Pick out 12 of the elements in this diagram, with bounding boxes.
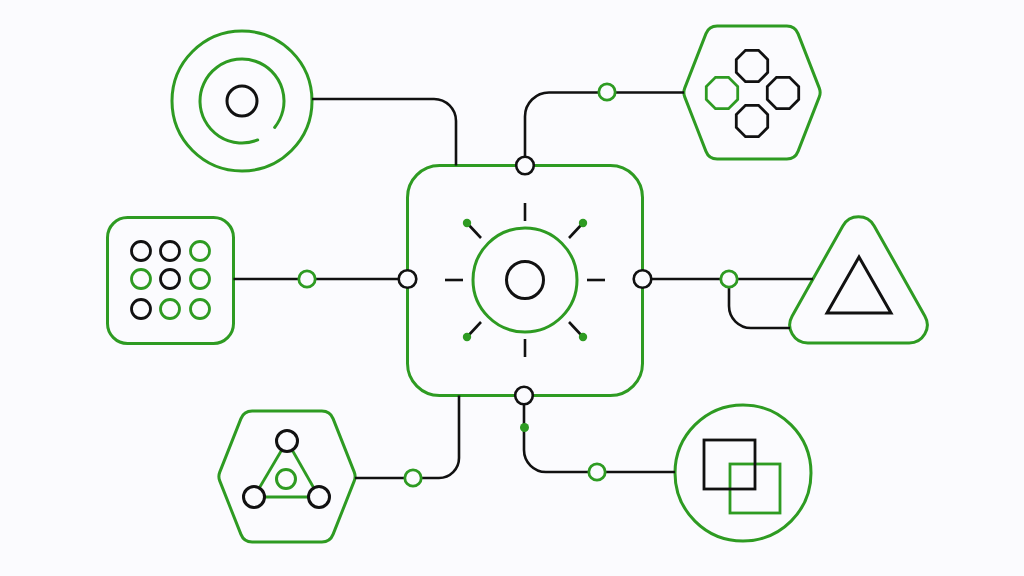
hexagon-node (216, 409, 358, 544)
hexagon-node (681, 24, 823, 161)
rounded-square-node (106, 216, 235, 345)
rounded-square-node (406, 164, 644, 397)
connector (514, 91, 684, 176)
connector (312, 97, 458, 166)
connector (355, 395, 461, 480)
circle-node (673, 403, 813, 543)
connector (632, 268, 815, 330)
circle-node (170, 29, 314, 173)
connector (513, 385, 675, 474)
connector (233, 268, 418, 290)
